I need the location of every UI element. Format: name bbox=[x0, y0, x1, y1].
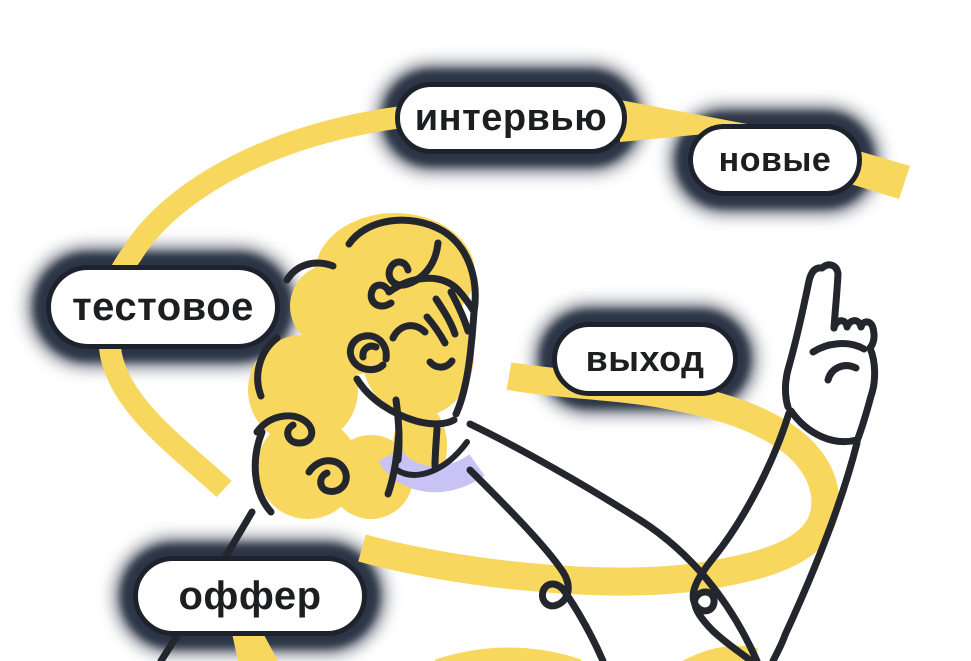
hair-behind-neck-edge bbox=[384, 428, 403, 498]
neck-right bbox=[431, 425, 441, 470]
hair-strand-1 bbox=[432, 295, 459, 338]
stage-pill-new: новые bbox=[688, 124, 862, 196]
jaw-line bbox=[353, 375, 458, 428]
palm-right-edge bbox=[853, 344, 879, 445]
stage-pill-test-task: тестовое bbox=[46, 265, 280, 349]
forearm-left-line-with-loop bbox=[689, 409, 793, 661]
hair-bottom-edge bbox=[251, 428, 275, 516]
knuckles bbox=[830, 317, 878, 352]
collar-line bbox=[394, 439, 470, 478]
hair-curl-pretzel bbox=[305, 457, 350, 495]
fist-arc bbox=[809, 340, 868, 356]
finger-left-edge bbox=[782, 264, 826, 411]
shoulder-back-line bbox=[466, 420, 761, 661]
hair-strand-3 bbox=[423, 313, 449, 347]
hairline-curl bbox=[367, 274, 477, 314]
stage-label-new: новые bbox=[718, 140, 832, 179]
stage-label-test-task: тестовое bbox=[72, 284, 254, 329]
finger-tip-right-edge bbox=[818, 261, 842, 332]
ribbon-bottom-sliver-left bbox=[434, 647, 582, 661]
smile bbox=[426, 357, 456, 371]
stage-label-offer: оффер bbox=[178, 573, 322, 618]
face-skin bbox=[362, 293, 474, 417]
stage-label-interview: интервью bbox=[414, 96, 608, 139]
stage-pill-exit: выход bbox=[552, 322, 738, 396]
hair-swirl-side bbox=[254, 334, 281, 400]
cuff bbox=[787, 407, 861, 446]
pointing-hand bbox=[782, 261, 879, 446]
stage-label-exit: выход bbox=[585, 338, 705, 379]
character bbox=[157, 213, 879, 661]
hair-curl-loop bbox=[253, 412, 316, 447]
thumb-hook bbox=[824, 362, 860, 384]
stage-pill-offer: оффер bbox=[133, 556, 367, 636]
closed-eye bbox=[389, 322, 429, 342]
hair-top-and-face-outline bbox=[345, 216, 479, 418]
forehead-curl bbox=[385, 239, 442, 289]
chest-line-with-loop bbox=[466, 466, 607, 661]
ear bbox=[347, 332, 390, 373]
forearm-right-line bbox=[769, 439, 861, 661]
stage-pill-interview: интервью bbox=[395, 82, 627, 154]
hair-strand-2 bbox=[447, 288, 472, 335]
hair-swirl-top-left bbox=[283, 259, 337, 284]
ribbon-bottom-sliver-right bbox=[682, 645, 758, 661]
